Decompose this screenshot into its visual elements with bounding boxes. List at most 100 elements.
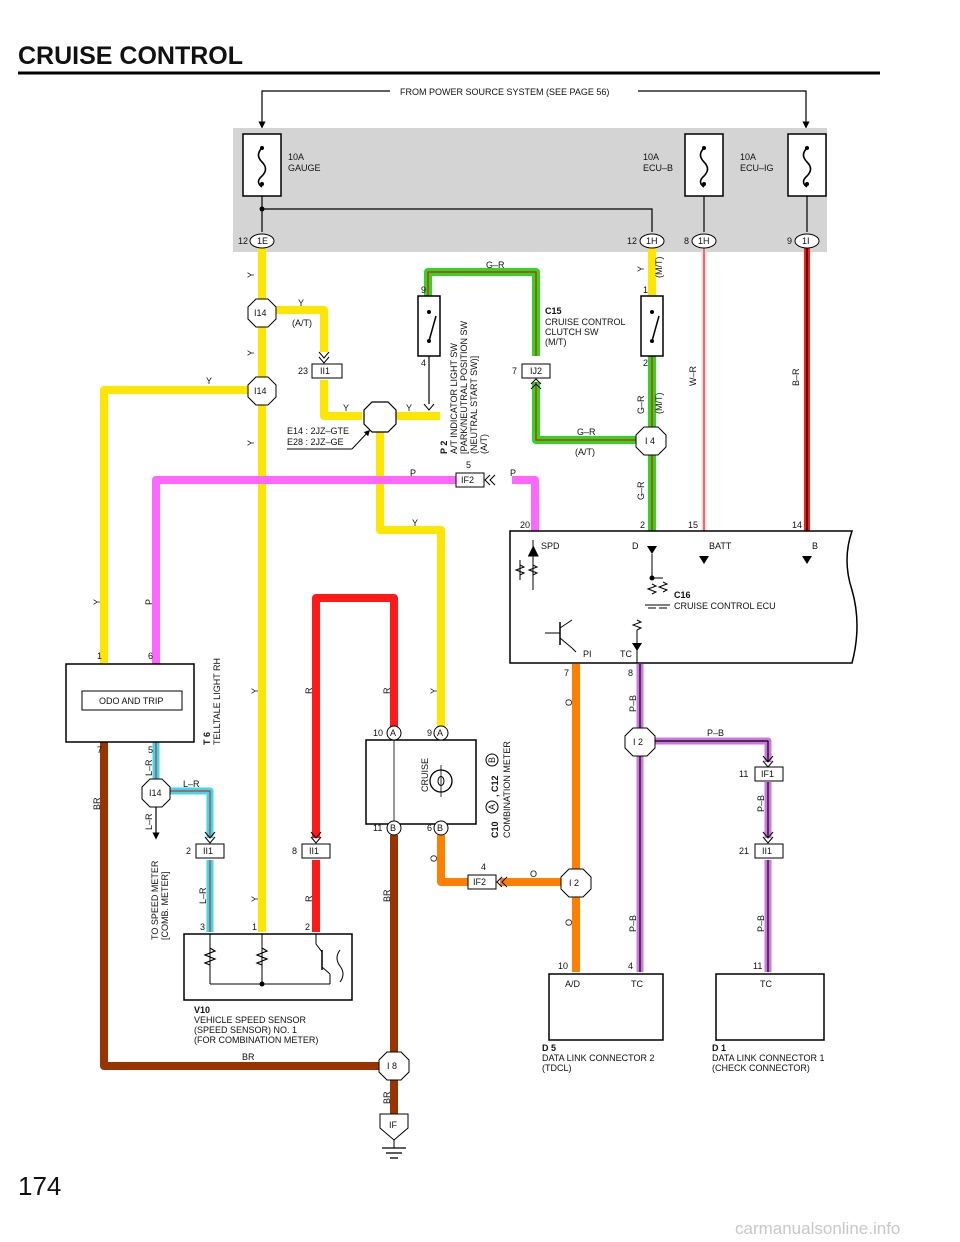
svg-text:8: 8 bbox=[628, 668, 633, 678]
svg-text:Y: Y bbox=[246, 272, 256, 278]
svg-text:II1: II1 bbox=[309, 846, 319, 856]
svg-text:1E: 1E bbox=[257, 236, 268, 246]
switch-c15: 1 2 C15 CRUISE CONTROL CLUTCH SW (M/T) bbox=[545, 285, 664, 368]
svg-text:ODO AND TRIP: ODO AND TRIP bbox=[99, 696, 163, 706]
connector-ii1-2: II1 2 bbox=[186, 831, 225, 859]
batt-terminal-arrow bbox=[699, 556, 709, 564]
wire-pink-black bbox=[636, 664, 772, 972]
wire-orange bbox=[437, 664, 580, 972]
svg-text:2: 2 bbox=[305, 922, 310, 932]
svg-text:2: 2 bbox=[643, 358, 648, 368]
junction-1i: 1I 9 bbox=[787, 233, 820, 249]
svg-text:Y: Y bbox=[250, 896, 260, 902]
svg-text:B: B bbox=[812, 541, 818, 551]
svg-text:O: O bbox=[429, 855, 439, 862]
svg-text:Y: Y bbox=[246, 350, 256, 356]
splice-i14-mid: I14 bbox=[247, 376, 277, 406]
speed-meter-note: TO SPEED METER [COMB. METER] bbox=[150, 860, 170, 940]
svg-text:BR: BR bbox=[242, 1052, 255, 1062]
svg-text:Y: Y bbox=[412, 518, 418, 528]
svg-text:Y: Y bbox=[92, 599, 102, 605]
svg-text:Y: Y bbox=[246, 440, 256, 446]
svg-text:C16: C16 bbox=[674, 590, 691, 600]
svg-text:IF1: IF1 bbox=[761, 769, 774, 779]
svg-text:9: 9 bbox=[421, 285, 426, 295]
engine-variant-note: E14 : 2JZ–GTE E28 : 2JZ–GE bbox=[287, 426, 371, 450]
svg-text:9: 9 bbox=[427, 728, 432, 738]
svg-text:DATA LINK CONNECTOR 1: DATA LINK CONNECTOR 1 bbox=[712, 1053, 825, 1063]
svg-text:GAUGE: GAUGE bbox=[288, 163, 321, 173]
svg-text:6: 6 bbox=[427, 823, 432, 833]
connector-ij2: IJ2 7 bbox=[512, 363, 551, 390]
svg-text:A: A bbox=[487, 804, 497, 810]
wire-brown bbox=[100, 742, 398, 1114]
svg-text:D: D bbox=[632, 541, 639, 551]
svg-text:PI: PI bbox=[583, 649, 592, 659]
svg-text:I14: I14 bbox=[254, 308, 267, 318]
svg-text:B: B bbox=[487, 757, 497, 763]
connector-if2-bottom: IF2 4 bbox=[467, 862, 508, 890]
panel-internal-wiring bbox=[261, 196, 808, 232]
svg-text:D 5: D 5 bbox=[542, 1043, 556, 1053]
svg-text:IJ2: IJ2 bbox=[530, 366, 542, 376]
data-link-connector-d5: A/D TC 10 4 D 5 DATA LINK CONNECTOR 2 (T… bbox=[542, 961, 664, 1073]
svg-text:W–R: W–R bbox=[688, 366, 698, 387]
fuse-ecu-ig: 10A ECU–IG bbox=[740, 133, 827, 197]
svg-text:O: O bbox=[564, 919, 574, 926]
splice-i4: I 4 bbox=[635, 426, 667, 456]
svg-text:G–R: G–R bbox=[486, 260, 505, 270]
svg-text:1H: 1H bbox=[698, 236, 710, 246]
svg-text:CRUISE CONTROL: CRUISE CONTROL bbox=[545, 317, 626, 327]
svg-text:B: B bbox=[437, 823, 443, 833]
ecu-pin-labels: 20 2 15 14 7 8 bbox=[520, 520, 802, 678]
svg-text:TC: TC bbox=[760, 979, 772, 989]
svg-text:7: 7 bbox=[97, 745, 102, 755]
b-terminal-arrow bbox=[802, 556, 812, 564]
svg-text:SPD: SPD bbox=[541, 541, 560, 551]
svg-text:L–R: L–R bbox=[144, 813, 154, 830]
junction-1e: 1E 12 bbox=[238, 233, 275, 249]
svg-text:4: 4 bbox=[628, 961, 633, 971]
page-number: 174 bbox=[18, 1171, 61, 1201]
connector-ii1-8: II1 8 bbox=[292, 831, 331, 859]
svg-text:P: P bbox=[510, 468, 516, 478]
ground-if: IF bbox=[379, 1113, 409, 1159]
power-source-feed: FROM POWER SOURCE SYSTEM (SEE PAGE 56) bbox=[258, 87, 810, 129]
svg-text:Y: Y bbox=[636, 266, 646, 272]
svg-text:5: 5 bbox=[466, 460, 471, 470]
svg-text:4: 4 bbox=[421, 358, 426, 368]
svg-text:BR: BR bbox=[382, 889, 392, 902]
svg-text:2: 2 bbox=[186, 846, 191, 856]
svg-text:COMBINATION METER: COMBINATION METER bbox=[502, 741, 512, 838]
splice-engine-e14-e28 bbox=[363, 401, 397, 433]
svg-text:11: 11 bbox=[739, 769, 748, 779]
svg-text:ECU–IG: ECU–IG bbox=[740, 163, 774, 173]
svg-text:I14: I14 bbox=[149, 788, 162, 798]
svg-text:E28 : 2JZ–GE: E28 : 2JZ–GE bbox=[287, 437, 344, 447]
svg-text:1: 1 bbox=[97, 651, 102, 661]
svg-text:(A/T): (A/T) bbox=[575, 447, 595, 457]
svg-text:G–R: G–R bbox=[636, 481, 646, 500]
junction-1h-b: 1H 8 bbox=[684, 233, 717, 249]
svg-text:II1: II1 bbox=[762, 846, 772, 856]
svg-text:II1: II1 bbox=[320, 366, 330, 376]
svg-text:9: 9 bbox=[787, 236, 792, 246]
svg-text:I 2: I 2 bbox=[633, 737, 643, 747]
svg-text:(SPEED SENSOR) NO. 1: (SPEED SENSOR) NO. 1 bbox=[194, 1025, 297, 1035]
svg-text:1: 1 bbox=[252, 922, 257, 932]
svg-text:C15: C15 bbox=[545, 306, 562, 316]
svg-text:(M/T): (M/T) bbox=[545, 337, 567, 347]
svg-text:(M/T): (M/T) bbox=[654, 393, 664, 415]
svg-text:11: 11 bbox=[373, 823, 382, 833]
svg-text:B–R: B–R bbox=[791, 368, 801, 386]
svg-text:P–B: P–B bbox=[628, 915, 638, 932]
svg-text:TC: TC bbox=[620, 649, 632, 659]
svg-text:(TDCL): (TDCL) bbox=[542, 1063, 572, 1073]
svg-text:DATA LINK CONNECTOR 2: DATA LINK CONNECTOR 2 bbox=[542, 1053, 655, 1063]
svg-text:P–B: P–B bbox=[756, 915, 766, 932]
svg-text:11: 11 bbox=[753, 961, 762, 971]
svg-text:20: 20 bbox=[520, 520, 530, 530]
svg-text:TELLTALE LIGHT RH: TELLTALE LIGHT RH bbox=[212, 658, 222, 745]
